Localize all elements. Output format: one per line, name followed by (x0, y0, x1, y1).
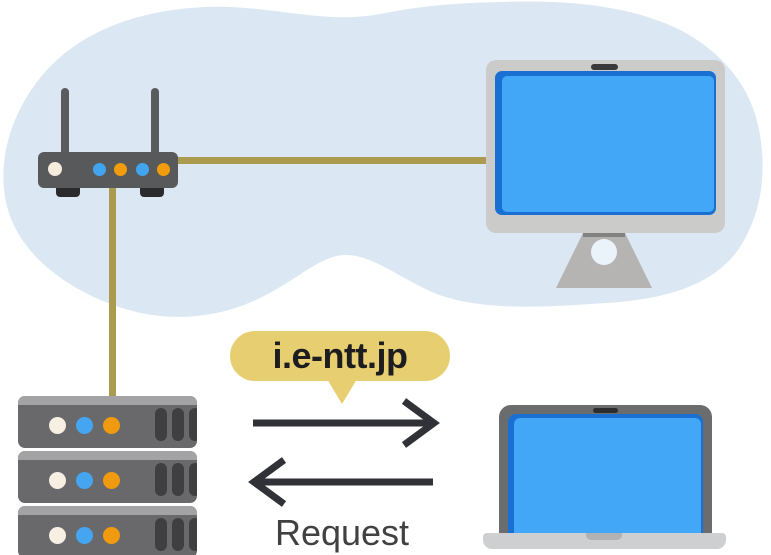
server-vent-slot (155, 463, 167, 496)
cable-router-to-server (109, 186, 116, 398)
request-label: Request (274, 512, 410, 553)
domain-name-bubble: i.e-ntt.jp (230, 331, 450, 381)
router-led (93, 163, 106, 176)
server-vent-slot (189, 463, 197, 496)
server-unit (18, 451, 197, 503)
server-unit (18, 506, 197, 555)
arrow-left-head-icon (248, 457, 287, 507)
server-unit-bevel (18, 451, 197, 460)
arrow-right-head-icon (401, 398, 440, 448)
router-antenna-left (61, 88, 69, 154)
monitor-stand-hole (591, 239, 617, 265)
router-foot (56, 188, 80, 197)
server-led (49, 472, 66, 489)
monitor-screen (495, 71, 716, 215)
server-vent-slot (172, 463, 184, 496)
router-antenna-right (151, 88, 159, 154)
laptop-camera-icon (593, 408, 618, 413)
server-unit-bevel (18, 506, 197, 515)
server-led (103, 527, 120, 544)
monitor-stand-base (556, 233, 652, 288)
server-vent-slot (155, 518, 167, 551)
monitor-camera-icon (591, 64, 618, 70)
server-led (49, 527, 66, 544)
server-vent-slot (189, 408, 197, 441)
server-unit-bevel (18, 396, 197, 405)
server-vent-slot (155, 408, 167, 441)
server-unit (18, 396, 197, 448)
laptop-screen-glass (514, 418, 701, 538)
monitor-screen-glass (502, 76, 714, 212)
server-vent-slot (189, 518, 197, 551)
server-led (76, 527, 93, 544)
server-vent-slot (172, 408, 184, 441)
router-led (114, 163, 127, 176)
router-led (136, 163, 149, 176)
server-led (103, 472, 120, 489)
router-led (157, 163, 170, 176)
laptop-base-notch (586, 533, 622, 540)
server-vent-slot (172, 518, 184, 551)
monitor-stand-shadow (583, 233, 625, 237)
laptop-screen (508, 414, 703, 538)
router-foot (140, 188, 164, 197)
server-led (49, 417, 66, 434)
speech-bubble-tail (327, 379, 357, 404)
server-led (76, 472, 93, 489)
server-led (103, 417, 120, 434)
cable-router-to-desktop (178, 157, 488, 164)
laptop-base (483, 533, 726, 549)
router-power-led (48, 162, 62, 176)
domain-name-label: i.e-ntt.jp (272, 335, 408, 376)
server-led (76, 417, 93, 434)
